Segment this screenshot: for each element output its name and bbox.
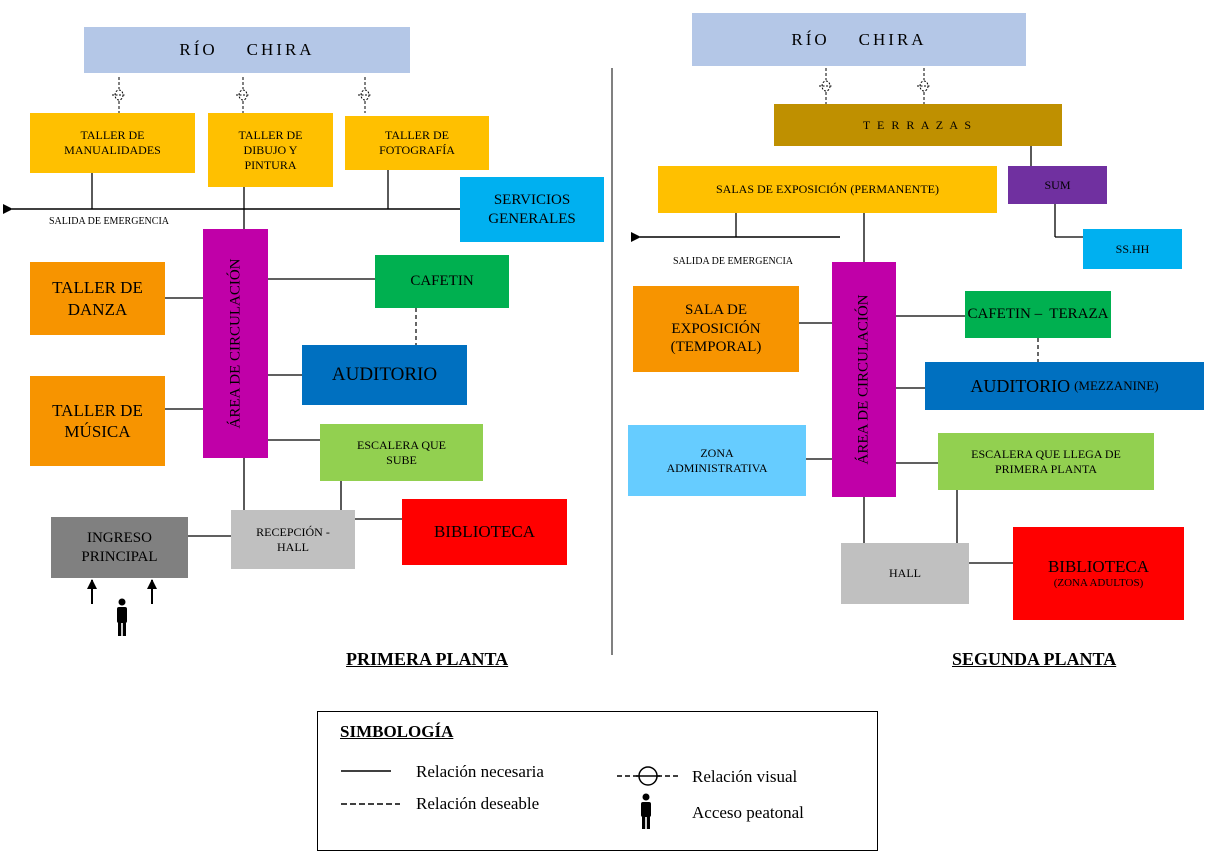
- salas-exposicion-box: SALAS DE EXPOSICIÓN (PERMANENTE): [658, 166, 997, 213]
- visual-relation-icon: [916, 67, 932, 105]
- sshh-box: SS.HH: [1083, 229, 1182, 269]
- visual-relation-icon: [111, 76, 127, 114]
- taller-fotografia-box: TALLER DE FOTOGRAFÍA: [345, 116, 489, 170]
- taller-danza-box: TALLER DE DANZA: [30, 262, 165, 335]
- cafetin-terraza-box: CAFETIN – TERAZA: [965, 291, 1111, 338]
- taller-manualidades-box: TALLER DE MANUALIDADES: [30, 113, 195, 173]
- legend-necesaria-label: Relación necesaria: [416, 762, 544, 781]
- recepcion-box: RECEPCIÓN - HALL: [231, 510, 355, 569]
- auditorio-label: AUDITORIO: [970, 375, 1071, 396]
- emergency-exit-label: SALIDA DE EMERGENCIA: [49, 216, 169, 227]
- auditorio-sublabel: (MEZZANINE): [1074, 377, 1159, 393]
- biblioteca-box-2: BIBLIOTECA (ZONA ADULTOS): [1013, 527, 1184, 620]
- legend: SIMBOLOGÍA Relación necesaria Relación d…: [317, 711, 878, 851]
- visual-relation-icon: [357, 76, 373, 114]
- river-box-2: RÍO CHIRA: [692, 13, 1026, 66]
- auditorio-box-2: AUDITORIO (MEZZANINE): [925, 362, 1204, 410]
- pedestrian-icon: [117, 598, 127, 636]
- visual-relation-icon: [235, 76, 251, 114]
- escalera-box-2: ESCALERA QUE LLEGA DE PRIMERA PLANTA: [938, 433, 1154, 490]
- escalera-box: ESCALERA QUE SUBE: [320, 424, 483, 481]
- visual-relation-icon: [818, 67, 834, 105]
- legend-title: SIMBOLOGÍA: [340, 722, 454, 741]
- hall-box: HALL: [841, 543, 969, 604]
- servicios-generales-box: SERVICIOS GENERALES: [460, 177, 604, 242]
- auditorio-box: AUDITORIO: [302, 345, 467, 405]
- legend-visual-icon: [617, 766, 680, 786]
- taller-dibujo-box: TALLER DE DIBUJO Y PINTURA: [208, 113, 333, 187]
- sala-temporal-box: SALA DE EXPOSICIÓN (TEMPORAL): [633, 286, 799, 372]
- legend-peatonal-label: Acceso peatonal: [692, 803, 804, 822]
- terrazas-box: T E R R A Z A S: [774, 104, 1062, 146]
- sum-box: SUM: [1008, 166, 1107, 204]
- zona-administrativa-box: ZONA ADMINISTRATIVA: [628, 425, 806, 496]
- circulation-area-2: ÁREA DE CIRCULACIÓN: [832, 262, 896, 497]
- legend-pedestrian-icon: [641, 793, 651, 829]
- floor1-title: PRIMERA PLANTA: [346, 649, 509, 669]
- biblioteca-label: BIBLIOTECA: [1047, 557, 1150, 576]
- legend-deseable-label: Relación deseable: [416, 794, 540, 813]
- cafetin-box: CAFETIN: [375, 255, 509, 308]
- emergency-exit-label-2: SALIDA DE EMERGENCIA: [673, 256, 793, 267]
- taller-musica-box: TALLER DE MÚSICA: [30, 376, 165, 466]
- biblioteca-sublabel: (ZONA ADULTOS): [1053, 577, 1144, 590]
- circulation-area: ÁREA DE CIRCULACIÓN: [203, 229, 268, 458]
- biblioteca-box: BIBLIOTECA: [402, 499, 567, 565]
- floor2-title: SEGUNDA PLANTA: [952, 649, 1117, 669]
- legend-visual-label: Relación visual: [692, 767, 798, 786]
- river-box: RÍO CHIRA: [84, 27, 410, 73]
- ingreso-box: INGRESO PRINCIPAL: [51, 517, 188, 578]
